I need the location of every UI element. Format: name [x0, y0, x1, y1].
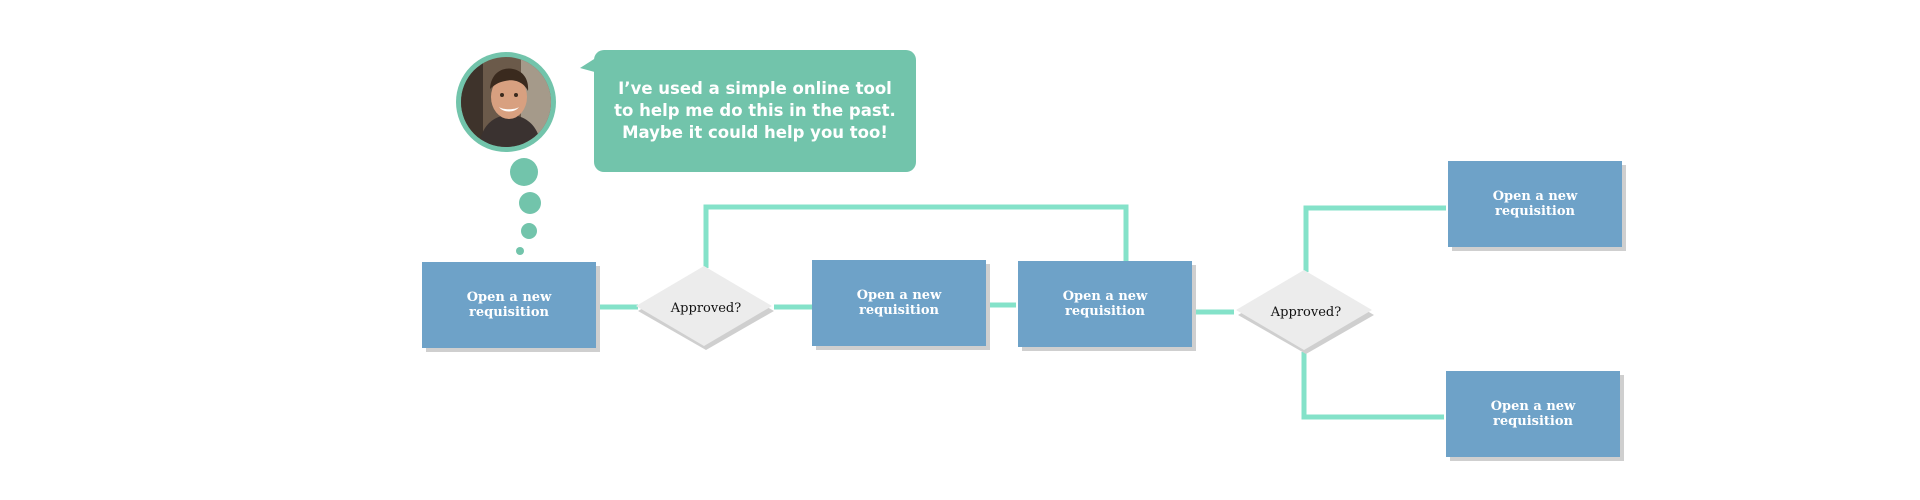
- connector-decision2-bottom: [1301, 352, 1444, 420]
- step-box-1[interactable]: Open a new requisition: [422, 262, 596, 348]
- thought-bubble-medium: [519, 192, 541, 214]
- connector-decision2-top: [1303, 205, 1446, 272]
- decision-1-label: Approved?: [670, 300, 742, 316]
- thought-bubble-tiny: [516, 247, 524, 255]
- thought-bubble-small: [521, 223, 537, 239]
- decision-diamond-1[interactable]: Approved?: [636, 266, 776, 350]
- step-box-3[interactable]: Open a new requisition: [1018, 261, 1192, 347]
- speech-bubble: I’ve used a simple online tool to help m…: [594, 50, 916, 172]
- decision-2-label: Approved?: [1270, 304, 1342, 320]
- step-box-2[interactable]: Open a new requisition: [812, 260, 986, 346]
- speech-bubble-text: I’ve used a simple online tool to help m…: [614, 79, 896, 142]
- avatar: [456, 52, 556, 152]
- branch-box-bottom[interactable]: Open a new requisition: [1446, 371, 1620, 457]
- avatar-photo: [461, 57, 551, 147]
- thought-bubble-large: [510, 158, 538, 186]
- branch-box-top[interactable]: Open a new requisition: [1448, 161, 1622, 247]
- connector-loop: [703, 204, 1129, 268]
- decision-diamond-2[interactable]: Approved?: [1236, 270, 1376, 354]
